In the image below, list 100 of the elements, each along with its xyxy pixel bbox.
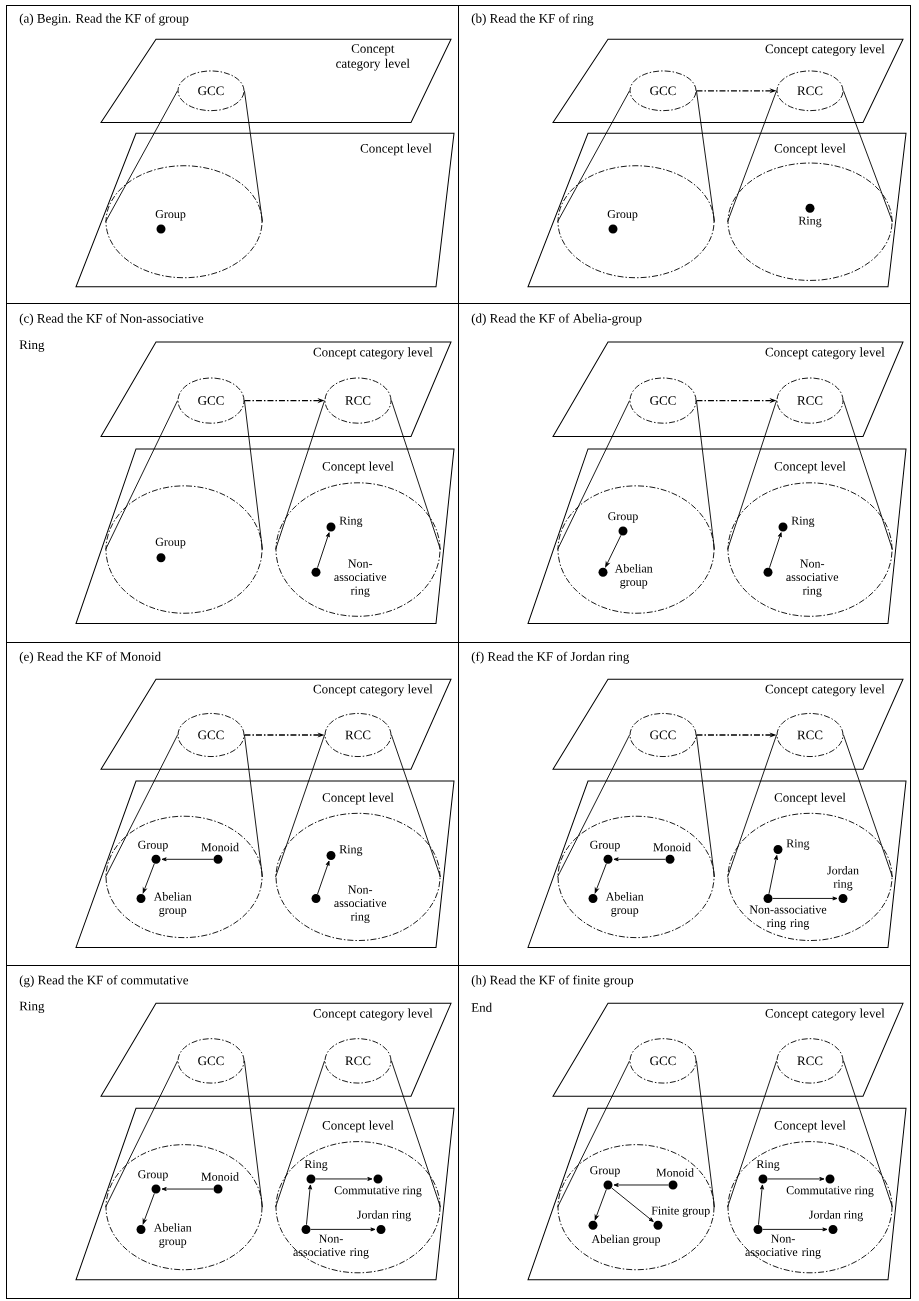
node-label: Non-associative ring ring xyxy=(749,905,827,930)
cone-lines xyxy=(727,734,893,878)
concept-ellipse xyxy=(275,482,441,617)
concept-ellipse xyxy=(275,1141,441,1274)
concept-point: Ring xyxy=(756,1160,780,1184)
node-label: Group xyxy=(590,840,620,852)
arrow xyxy=(594,1188,607,1221)
concept-point: Abelian group xyxy=(588,892,644,917)
concept-point: Monoid xyxy=(653,842,691,864)
concept-point: Group xyxy=(155,210,186,234)
concept-ellipse xyxy=(557,485,715,614)
node-label: Ring xyxy=(339,516,363,528)
node-label: Abelian group xyxy=(153,892,192,917)
concept-ellipse xyxy=(275,812,441,941)
concept-point: Ring xyxy=(798,203,822,228)
node-label: Non-associative ring xyxy=(334,559,387,598)
concept-point: Non-associative ring ring xyxy=(749,893,827,930)
arrow xyxy=(767,1177,825,1181)
node-label: Ring xyxy=(798,216,822,228)
concept-point: Abelian group xyxy=(136,892,192,917)
arrow xyxy=(611,1187,654,1222)
node-label: Non-associative ring xyxy=(334,885,387,924)
concept-ellipse xyxy=(727,812,893,941)
node-label: Ring xyxy=(756,1160,780,1171)
node-label: Commutative ring xyxy=(786,1186,874,1197)
arrow xyxy=(306,1184,312,1226)
concept-point: Non-associative ring xyxy=(311,559,387,598)
node-label: Monoid xyxy=(201,1172,239,1181)
node-label: Abelian group xyxy=(591,1234,661,1246)
node-label: Jordan ring xyxy=(827,865,859,891)
cone-lines xyxy=(105,1060,263,1208)
node-label: Abelian group xyxy=(605,892,644,917)
concept-point: Commutative ring xyxy=(786,1174,874,1197)
node-label: Finite group xyxy=(651,1206,710,1218)
node-label: Group xyxy=(607,210,638,221)
arrow xyxy=(613,857,666,862)
arrow xyxy=(758,1184,764,1226)
node-label: Ring xyxy=(339,845,363,856)
concept-point: Abelian group xyxy=(136,1223,192,1248)
cone-lines xyxy=(557,90,715,223)
concept-ellipse xyxy=(557,1144,715,1271)
concept-point: Ring xyxy=(304,1160,328,1184)
concept-ellipse xyxy=(105,1144,263,1271)
concept-ellipse xyxy=(727,482,893,617)
concept-point: Monoid xyxy=(201,1172,239,1194)
node-label: Group xyxy=(590,1166,620,1177)
cone-lines xyxy=(727,400,893,550)
concept-point: Ring xyxy=(778,516,815,532)
concept-point: Group xyxy=(590,840,620,864)
arrow xyxy=(605,534,622,568)
concept-ellipse xyxy=(105,165,263,279)
node-label: Commutative ring xyxy=(334,1186,422,1197)
node-label: Jordan ring xyxy=(357,1210,411,1222)
node-label: Group xyxy=(138,1170,168,1181)
concept-point: Ring xyxy=(326,516,363,532)
node-label: Non-associative ring xyxy=(786,559,839,598)
arrow xyxy=(142,1193,155,1225)
node-label: Group xyxy=(155,210,186,221)
arrow xyxy=(772,896,838,901)
node-label: Monoid xyxy=(656,1168,694,1177)
arrow xyxy=(161,1187,214,1191)
node-label: Ring xyxy=(304,1160,328,1171)
concept-point: Ring xyxy=(326,845,363,860)
concept-point: Group xyxy=(138,840,168,864)
node-label: Ring xyxy=(791,516,815,528)
concept-point: Non-associative ring xyxy=(311,885,387,924)
node-label: Group xyxy=(155,537,186,549)
concept-point: Group xyxy=(608,512,638,536)
arrow xyxy=(142,863,155,894)
cone-lines xyxy=(105,400,263,550)
concept-ellipse xyxy=(557,165,715,279)
concept-ellipse xyxy=(557,815,715,939)
node-label: Non-associative ring xyxy=(745,1234,821,1259)
concept-point: Abelian group xyxy=(598,564,653,589)
concept-point: Non-associative ring xyxy=(763,559,839,598)
arrow xyxy=(317,860,330,895)
node-label: Abelian group xyxy=(153,1223,192,1248)
concept-point: Group xyxy=(607,210,638,234)
arrow xyxy=(768,854,778,895)
node-label: Group xyxy=(608,512,638,523)
cone-lines xyxy=(727,90,893,223)
cone-lines xyxy=(105,734,263,878)
node-label: Jordan ring xyxy=(809,1210,863,1222)
cone-lines xyxy=(275,400,441,550)
arrow xyxy=(317,532,330,569)
node-label: Non-associative ring xyxy=(293,1234,369,1259)
cone-lines xyxy=(557,734,715,878)
arrow xyxy=(315,1177,373,1181)
concept-ellipse xyxy=(105,485,263,614)
concept-point: Monoid xyxy=(656,1168,694,1190)
concept-point: Monoid xyxy=(201,842,239,864)
concept-point: Group xyxy=(138,1170,168,1194)
arrow xyxy=(762,1227,828,1232)
arrow xyxy=(161,857,214,862)
concept-ellipse xyxy=(105,815,263,939)
cone-lines xyxy=(557,1060,715,1208)
concept-point: Group xyxy=(590,1166,620,1190)
concept-point: Ring xyxy=(773,839,810,854)
concept-point: Commutative ring xyxy=(334,1174,422,1197)
cone-lines xyxy=(275,1060,441,1208)
